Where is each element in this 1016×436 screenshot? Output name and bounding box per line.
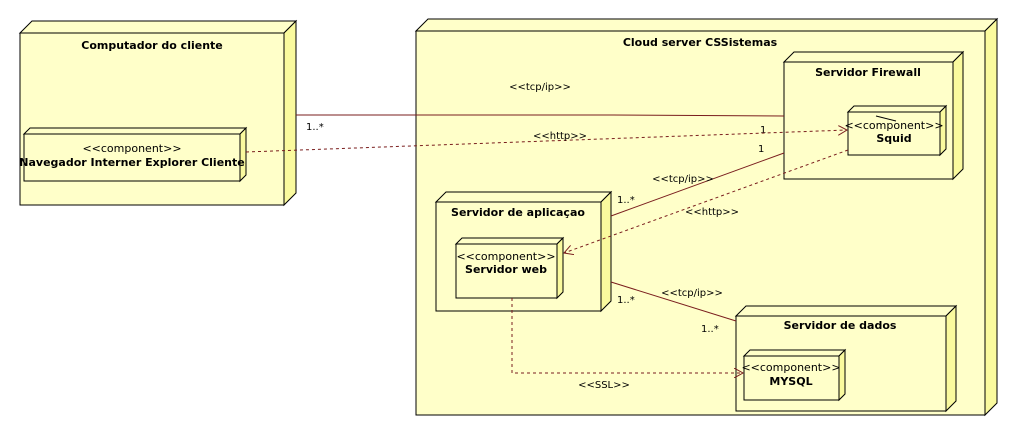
component-webserver-side xyxy=(556,236,564,300)
connector-client-firewall-line xyxy=(296,114,785,117)
node-client-title: Computador do cliente xyxy=(81,39,223,52)
squid-icon-mark xyxy=(875,115,897,122)
node-db-title: Servidor de dados xyxy=(784,319,897,332)
node-firewall-top xyxy=(782,51,965,63)
connector-app-db-mult-end: 1..* xyxy=(701,324,719,335)
connector-app-firewall-label: <<tcp/ip>> xyxy=(652,174,714,185)
connector-browser-squid[interactable]: <<http>> xyxy=(245,130,847,153)
component-webserver-front xyxy=(455,243,558,299)
component-mysql-side xyxy=(838,348,846,402)
component-squid-name: Squid xyxy=(876,132,911,145)
node-cloud-top xyxy=(414,18,999,32)
component-webserver-name: Servidor web xyxy=(465,263,547,276)
component-webserver[interactable]: <<component>> Servidor web xyxy=(454,236,565,300)
connector-browser-squid-label: <<http>> xyxy=(533,131,587,142)
connector-web-mysql-label: <<SSL>> xyxy=(578,380,630,391)
connector-client-firewall-mult-start: 1..* xyxy=(306,122,324,133)
component-squid-front xyxy=(847,111,941,156)
connector-app-firewall-line xyxy=(610,152,785,217)
component-mysql-stereotype: <<component>> xyxy=(741,361,840,374)
component-squid-stereotype: <<component>> xyxy=(844,119,943,132)
node-cloud-side xyxy=(984,17,998,417)
node-firewall-side xyxy=(952,50,964,181)
connector-client-firewall-mult-end: 1 xyxy=(760,125,766,136)
connector-client-firewall[interactable]: <<tcp/ip>> 1..* 1 xyxy=(296,82,785,136)
connector-app-db[interactable]: <<tcp/ip>> 1..* 1..* xyxy=(610,281,737,335)
component-browser[interactable]: <<component>> Navegador Interner Explore… xyxy=(19,126,248,183)
component-browser-front xyxy=(23,133,241,182)
component-browser-stereotype: <<component>> xyxy=(82,142,181,155)
node-client-top xyxy=(18,20,298,34)
connector-app-firewall-mult-end: 1 xyxy=(758,144,764,155)
connector-app-db-mult-start: 1..* xyxy=(617,295,635,306)
component-mysql-name: MYSQL xyxy=(769,375,812,388)
component-webserver-stereotype: <<component>> xyxy=(456,250,555,263)
connector-app-firewall-mult-start: 1..* xyxy=(617,195,635,206)
node-firewall-title: Servidor Firewall xyxy=(815,66,921,79)
connector-client-firewall-label: <<tcp/ip>> xyxy=(509,82,571,93)
component-mysql-front xyxy=(743,355,840,401)
component-squid-top xyxy=(846,105,948,113)
connector-squid-web[interactable]: <<http>> xyxy=(564,149,849,253)
node-app-title: Servidor de aplicaçao xyxy=(451,206,585,219)
connector-app-db-line xyxy=(610,281,737,322)
connector-app-db-label: <<tcp/ip>> xyxy=(661,288,723,299)
connector-web-mysql[interactable]: <<SSL>> xyxy=(511,298,743,391)
node-db-side xyxy=(945,304,957,413)
connector-app-firewall[interactable]: <<tcp/ip>> 1..* 1 xyxy=(610,144,785,217)
component-webserver-top xyxy=(454,237,565,245)
connector-squid-web-line xyxy=(564,149,849,253)
node-cloud-title: Cloud server CSSistemas xyxy=(623,36,778,49)
connector-browser-squid-line xyxy=(245,130,847,153)
component-browser-name: Navegador Interner Explorer Cliente xyxy=(19,156,244,169)
connector-web-mysql-line xyxy=(511,298,743,373)
node-client-side xyxy=(283,19,297,207)
node-app-top xyxy=(434,191,613,203)
component-browser-top xyxy=(22,127,248,135)
component-browser-side xyxy=(239,126,247,183)
component-squid[interactable]: <<component>> Squid xyxy=(844,104,948,157)
node-db-top xyxy=(734,305,958,317)
connector-squid-web-label: <<http>> xyxy=(685,207,739,218)
component-mysql-top xyxy=(742,349,847,357)
node-app-side xyxy=(600,190,612,313)
component-mysql[interactable]: <<component>> MYSQL xyxy=(741,348,847,402)
